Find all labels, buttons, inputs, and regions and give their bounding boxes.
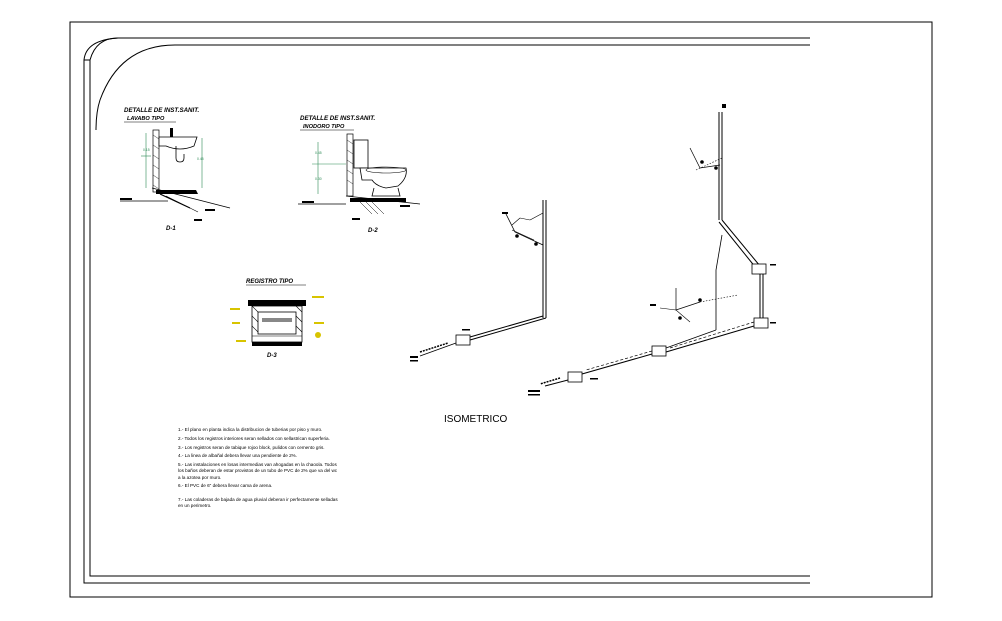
detail-d1: DETALLE DE INST.SANIT. LAVABO TIPO 0.15 … — [120, 107, 231, 232]
outer-frame — [69, 21, 933, 598]
inner-frame-left-bottom — [83, 59, 810, 584]
general-notes: 1.- El plano en planta indica la distrib… — [178, 427, 338, 512]
d2-title-line1: DETALLE DE INST.SANIT. — [300, 115, 376, 122]
isometric-title: ISOMETRICO — [444, 414, 508, 425]
corner-arc — [83, 37, 119, 61]
d3-title: REGISTRO TIPO — [246, 279, 293, 285]
svg-text:0.45: 0.45 — [315, 151, 322, 155]
note-item: 5.- Las instalaciones en losas intermedi… — [178, 462, 338, 480]
detail-d2: DETALLE DE INST.SANIT. INODORO TIPO 0.45… — [298, 115, 421, 234]
isometric-drawing — [410, 104, 776, 396]
note-item: 7.- Las coladeras de bajada de agua pluv… — [178, 496, 338, 508]
inner-frame-inner-line — [89, 60, 810, 577]
inner-frame-top — [89, 37, 810, 61]
svg-text:0.45: 0.45 — [197, 157, 204, 161]
d3-tag: D-3 — [267, 353, 277, 359]
note-item: 1.- El plano en planta indica la distrib… — [178, 427, 323, 432]
note-item: 4.- La linea de albañal debera llevar un… — [178, 453, 298, 459]
note-item: 3.- Los registros seran de tabique rojoo… — [178, 444, 325, 450]
note-item: 6.- El PVC de 6" debera llevar cama de a… — [178, 483, 273, 489]
svg-text:0.15: 0.15 — [143, 148, 150, 152]
inner-frame-arc — [95, 44, 810, 131]
d2-tag: D-2 — [368, 228, 378, 234]
d1-tag: D-1 — [166, 226, 176, 232]
d1-title-line1: DETALLE DE INST.SANIT. — [124, 107, 200, 114]
detail-d3: REGISTRO TIPO D-3 — [230, 279, 324, 359]
note-item: 2.- Todos los registros interiores seran… — [178, 435, 330, 441]
basin-shape — [158, 136, 198, 150]
d1-title-line2: LAVABO TIPO — [127, 116, 165, 122]
d2-title-line2: INODORO TIPO — [303, 124, 345, 130]
svg-text:0.30: 0.30 — [315, 177, 322, 181]
